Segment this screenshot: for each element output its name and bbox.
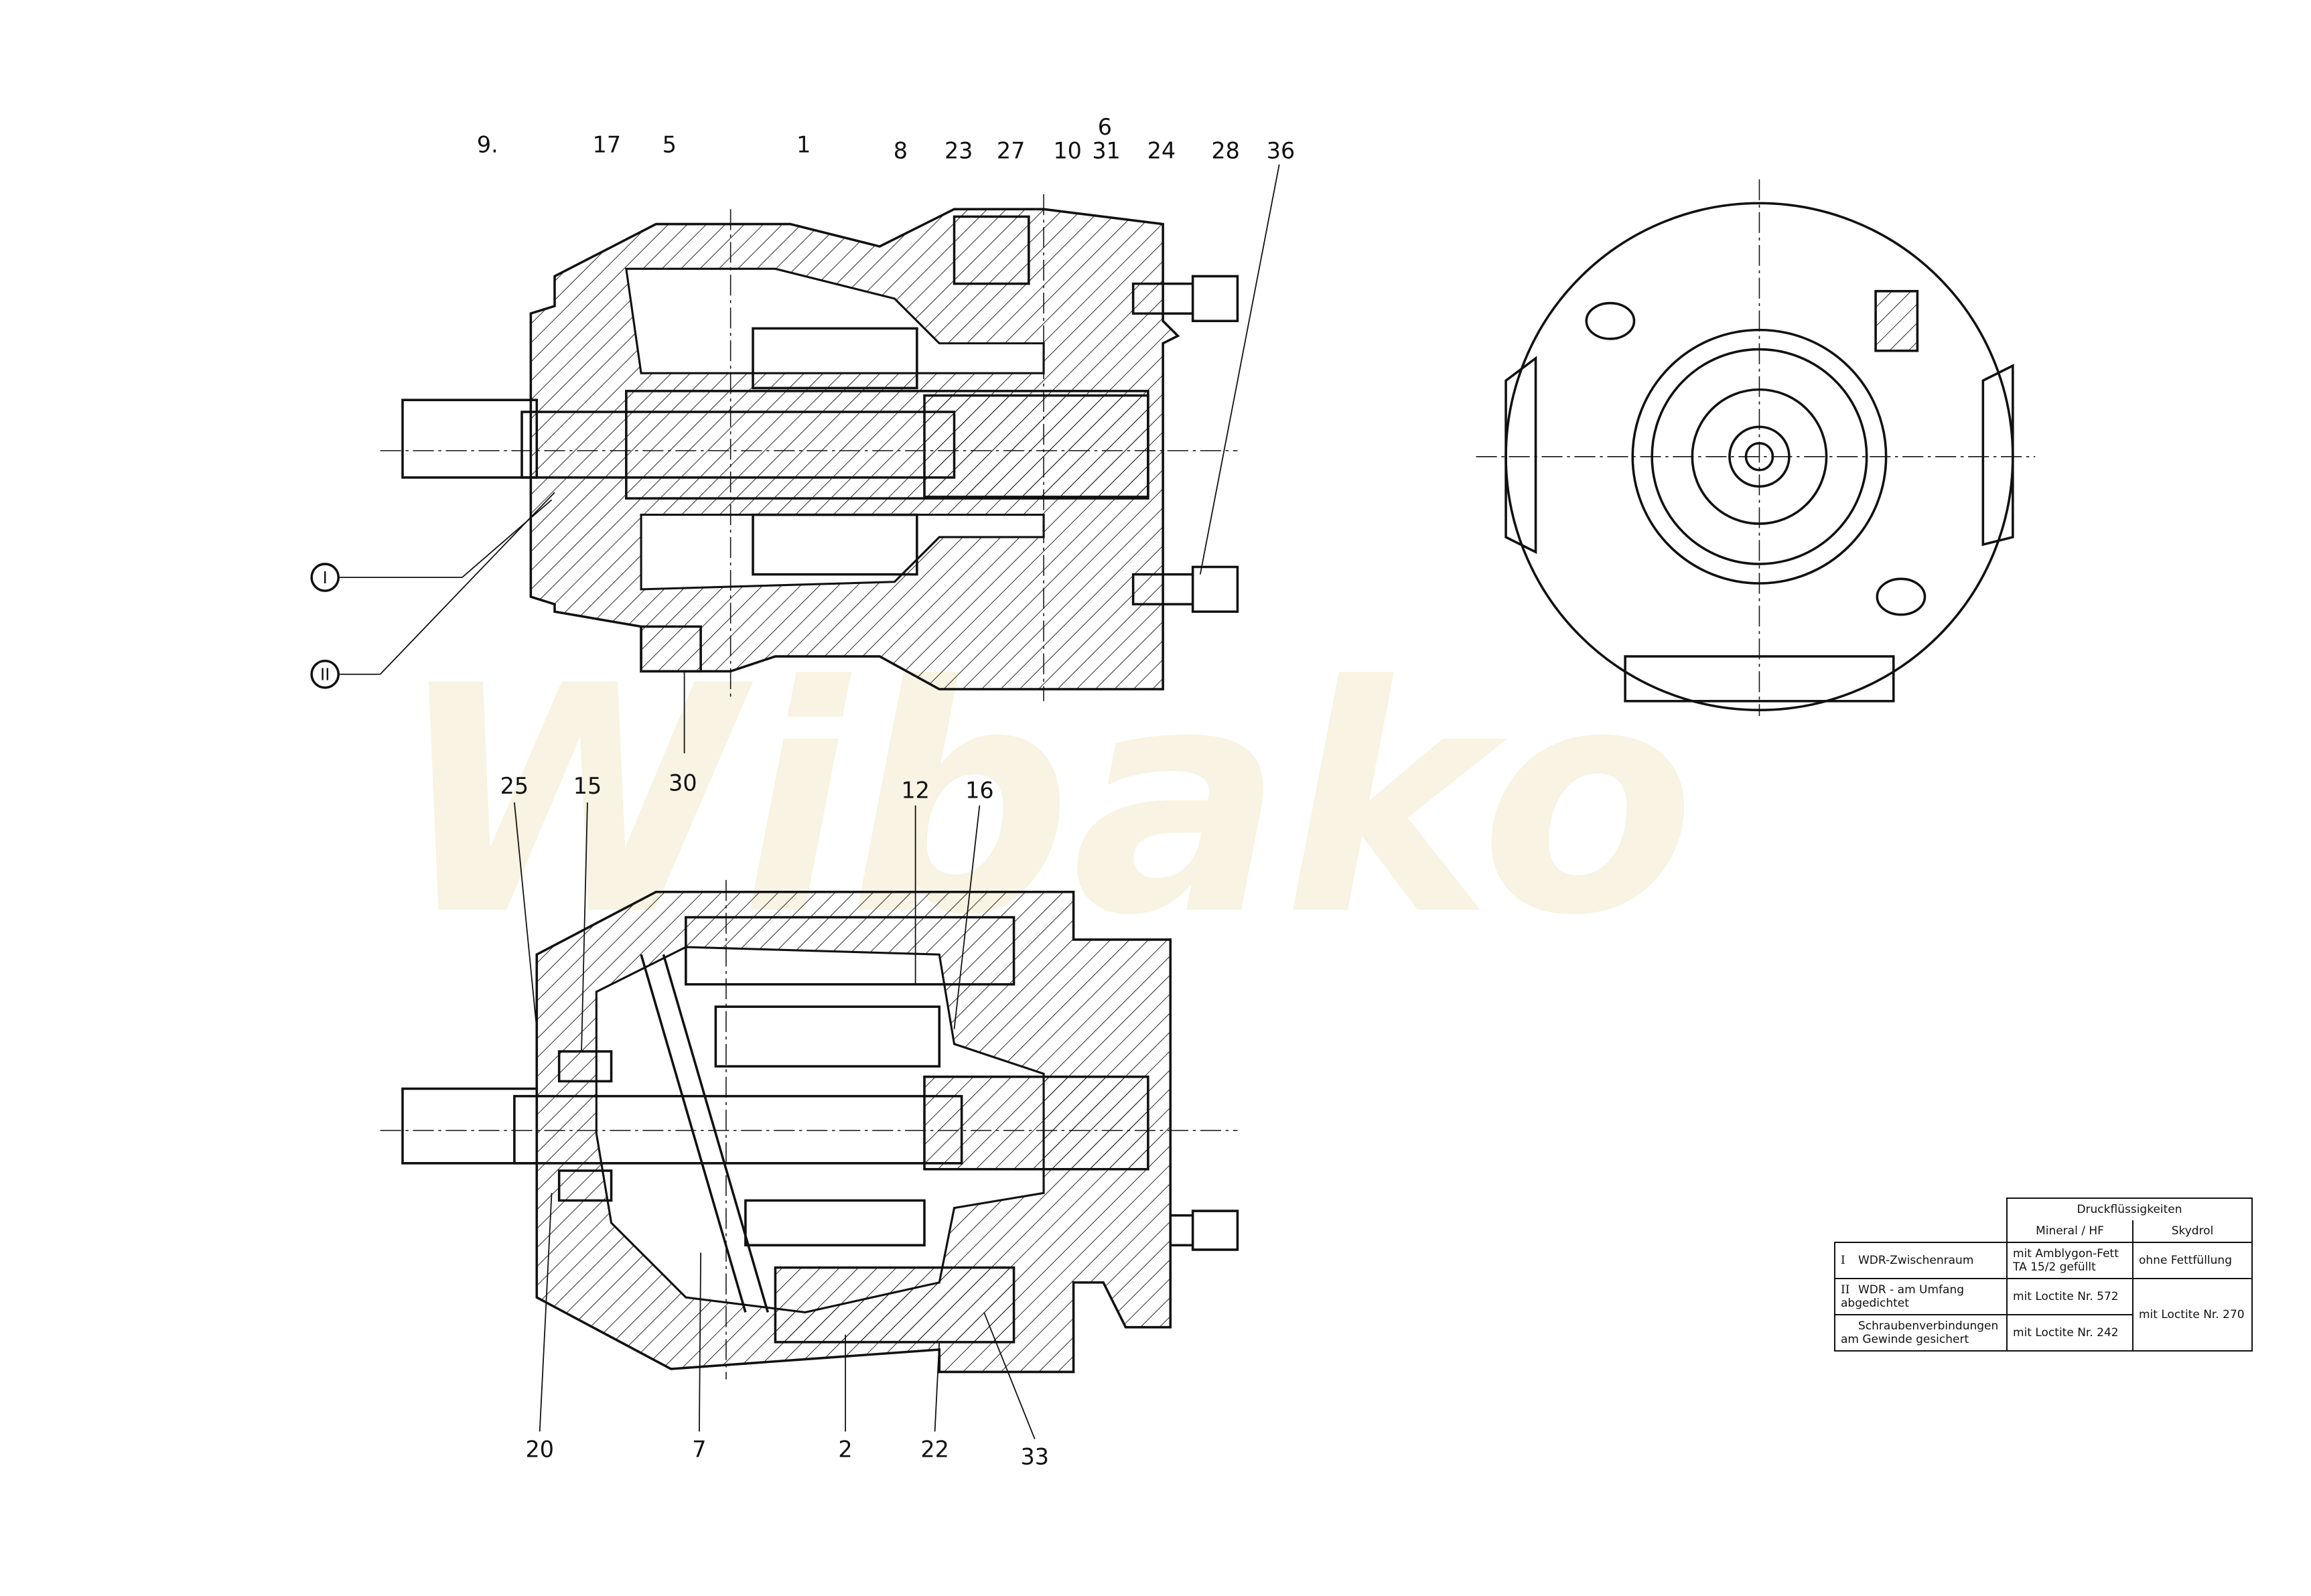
cell-mineral: mit Loctite Nr. 242 [2006,1314,2133,1352]
row-label: Schraubenverbindungen am Gewinde gesiche… [1841,1319,1999,1346]
row-label: WDR - am Umfang abgedichtet [1841,1283,1965,1310]
callout: 30 [669,770,697,796]
table-row: I WDR-Zwischenraum mit Amblygon-Fett TA 1… [1834,1242,2253,1279]
callout: 10 [1053,138,1081,164]
end-view [1476,179,2036,717]
table-header: Druckflüssigkeiten [2006,1198,2253,1220]
callout: 25 [500,773,529,799]
table-row: Schraubenverbindungen am Gewinde gesiche… [1834,1314,2252,1352]
cell-mineral: mit Loctite Nr. 572 [2006,1278,2133,1315]
callout: 17 [593,132,621,158]
row-label: WDR-Zwischenraum [1858,1254,1974,1267]
fluid-legend-table: Druckflüssigkeiten Mineral / HF Skydrol … [1834,1198,2253,1352]
callout: 22 [920,1436,949,1462]
callout: 33 [1020,1443,1048,1469]
callout: 8 [894,138,908,164]
callout: 31 [1092,138,1120,164]
bottom-section-view [380,879,1239,1380]
callout: 20 [526,1436,554,1462]
bottom-view-callouts: 25 15 12 16 20 7 2 22 33 [500,773,1049,1470]
callout: 9. [477,132,498,158]
table-corner [1835,1198,2008,1243]
top-view-callouts: 9. 17 5 1 8 23 27 10 6 31 24 28 36 30 I … [320,114,1295,796]
callout: 28 [1211,138,1239,164]
row-number: II [1841,1283,1850,1297]
cell-mineral: mit Amblygon-Fett TA 15/2 gefüllt [2006,1242,2133,1279]
callout: 5 [662,132,677,158]
col-header-skydrol: Skydrol [2132,1220,2253,1243]
cell-skydrol-merged: mit Loctite Nr. 270 [2132,1278,2253,1352]
top-section-view [310,164,1280,753]
roman-marker: II [320,665,330,684]
row-number: I [1841,1254,1845,1267]
callout: 1 [796,132,811,158]
callout: 27 [997,138,1025,164]
callout: 6 [1098,114,1112,140]
callout: 16 [965,778,993,804]
roman-marker: I [323,568,328,587]
callout: 2 [838,1436,852,1462]
callout: 23 [944,138,973,164]
cell-skydrol: ohne Fettfüllung [2132,1242,2253,1279]
col-header-mineral: Mineral / HF [2006,1220,2133,1243]
callout: 7 [692,1436,706,1462]
callout: 24 [1147,138,1176,164]
callout: 12 [901,778,929,804]
callout: 36 [1267,138,1295,164]
callout: 15 [573,773,602,799]
